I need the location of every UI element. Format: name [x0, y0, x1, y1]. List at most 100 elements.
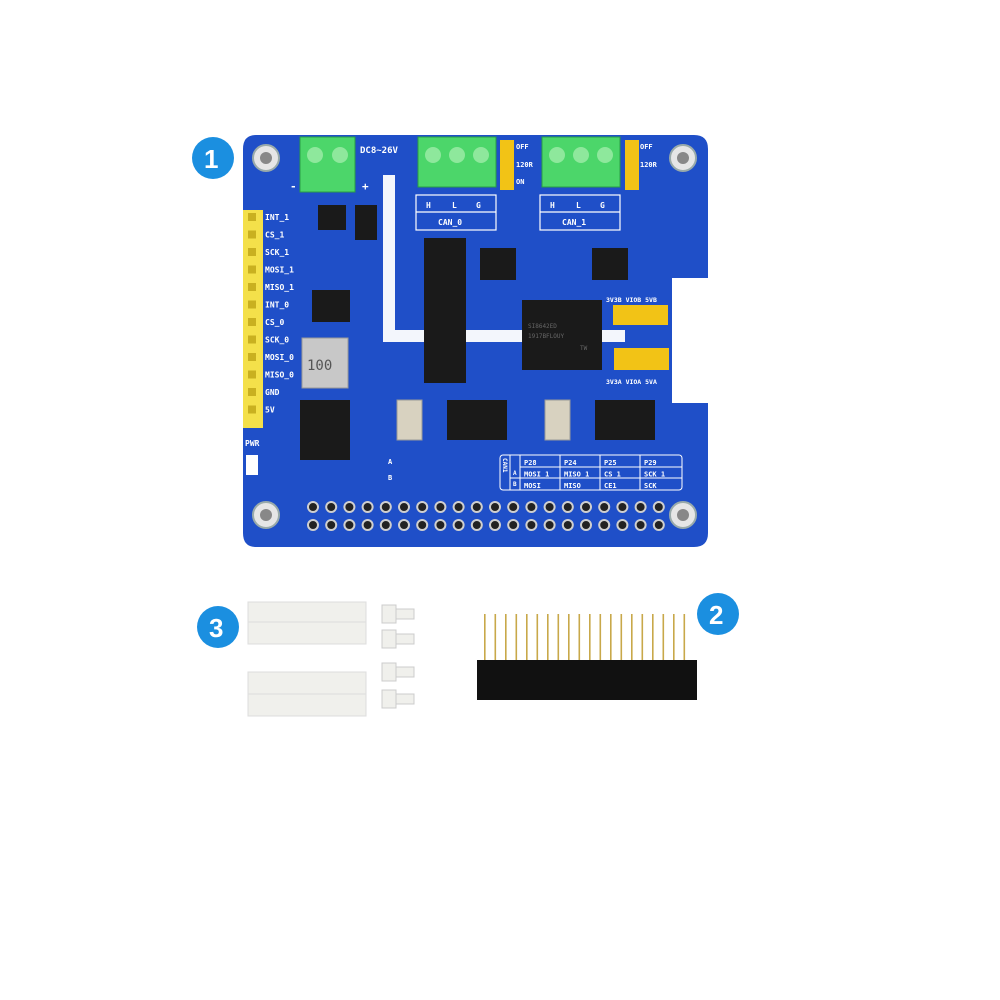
- b-label: B: [388, 474, 392, 482]
- header-pin: [568, 614, 570, 662]
- header-pin: [620, 614, 623, 662]
- gpio-hole: [489, 519, 501, 531]
- pin-label: CS_0: [265, 318, 284, 327]
- pin-label: INT_1: [265, 213, 289, 222]
- pin-mapping-table: [499, 454, 683, 491]
- gpio-hole: [361, 519, 374, 531]
- pin-label: INT_0: [265, 301, 289, 310]
- header-pin: [683, 614, 686, 662]
- header-pin: [505, 614, 507, 662]
- gpio-hole: [470, 501, 483, 513]
- header-pin: [589, 614, 591, 662]
- table-side-label: CAN1: [501, 458, 508, 473]
- header-pin: [526, 614, 528, 662]
- pin-label: SCK_0: [265, 336, 289, 345]
- isolated-dcdc-module: [424, 238, 466, 383]
- standoffs: [247, 601, 367, 717]
- can0-label: CAN_0: [438, 218, 462, 227]
- viob-jumper: [613, 305, 668, 325]
- inductor: [301, 337, 349, 389]
- gpio-hole: [307, 501, 319, 513]
- mounting-holes: [252, 144, 697, 529]
- pin-label: MISO_1: [265, 283, 294, 292]
- gpio-hole: [343, 501, 356, 513]
- svg-text:1: 1: [204, 144, 218, 174]
- a-label: A: [388, 458, 393, 466]
- table-cell: CE1: [604, 482, 617, 490]
- can1-label: CAN_1: [562, 218, 586, 227]
- gpio-hole: [634, 519, 647, 531]
- gpio-hole: [325, 519, 338, 531]
- svg-text:3: 3: [209, 613, 223, 643]
- gpio-hole: [379, 501, 392, 513]
- gpio-hole: [434, 501, 447, 513]
- gpio-hole: [507, 519, 520, 531]
- jumper-120r-label-2: 120R: [640, 161, 658, 169]
- table-cell: P29: [644, 459, 657, 467]
- pin-label: GND: [265, 388, 280, 397]
- minus-label: -: [290, 180, 297, 193]
- gpio-hole: [543, 501, 556, 513]
- gpio-hole: [634, 501, 647, 513]
- jumper-on-label: ON: [516, 178, 524, 186]
- gpio-hole: [325, 501, 338, 513]
- header-pin: [652, 614, 654, 662]
- table-cell: P25: [604, 459, 617, 467]
- can0-g: G: [476, 201, 481, 210]
- can0-h: H: [426, 201, 431, 210]
- gpio-hole: [561, 519, 574, 531]
- header-pin: [536, 614, 539, 662]
- header-pin: [631, 614, 633, 662]
- pin-label: MISO_0: [265, 371, 294, 380]
- pwr-label: PWR: [245, 439, 260, 448]
- pin-label: CS_1: [265, 231, 284, 240]
- table-cell: P28: [524, 459, 537, 467]
- gpio-hole: [452, 519, 465, 531]
- header-pin: [662, 614, 665, 662]
- gpio-hole: [580, 501, 592, 513]
- svg-text:2: 2: [709, 600, 723, 630]
- gpio-header-holes: [307, 501, 665, 531]
- gpio-hole: [398, 501, 410, 513]
- header-pin: [484, 614, 486, 662]
- chip-marking-3: TW: [580, 345, 588, 352]
- badge-1: 1: [192, 137, 234, 179]
- isolator-chip: [522, 300, 602, 370]
- table-cell: MISO: [564, 482, 581, 490]
- header-pin: [673, 614, 675, 662]
- power-label: DC8~26V: [360, 146, 399, 156]
- gpio-hole: [598, 519, 611, 531]
- can1-termination-jumper: [625, 140, 639, 190]
- pin-label: 5V: [265, 406, 275, 415]
- gpio-hole: [416, 501, 429, 513]
- gpio-hole: [616, 519, 629, 531]
- can1-g: G: [600, 201, 605, 210]
- gpio-hole: [525, 519, 538, 531]
- table-cell: SCK: [644, 482, 657, 490]
- gpio-hole: [580, 519, 592, 531]
- vioa-label: 3V3A VIOA 5VA: [606, 378, 657, 386]
- can0-termination-jumper: [500, 140, 514, 190]
- table-cell: SCK_1: [644, 471, 665, 479]
- table-row-label: A: [513, 470, 517, 477]
- jumper-120r-label: 120R: [516, 161, 534, 169]
- can0-terminal: [417, 136, 497, 188]
- header-pin: [641, 614, 644, 662]
- header-pin: [610, 614, 612, 662]
- can1-l: L: [576, 201, 581, 210]
- stacking-header: [477, 614, 697, 700]
- gpio-hole: [543, 519, 556, 531]
- gpio-hole: [379, 519, 392, 531]
- gpio-hole: [307, 519, 319, 531]
- table-cell: MOSI_1: [524, 471, 549, 479]
- gpio-hole: [398, 519, 410, 531]
- pin-label: MOSI_1: [265, 266, 294, 275]
- gpio-hole: [452, 501, 465, 513]
- chip-marking-2: 1917BFLOUY: [528, 333, 565, 340]
- power-terminal: [299, 136, 356, 193]
- header-pin: [494, 614, 497, 662]
- gpio-hole: [434, 519, 447, 531]
- badge-3: 3: [197, 606, 239, 648]
- gpio-hole: [561, 501, 574, 513]
